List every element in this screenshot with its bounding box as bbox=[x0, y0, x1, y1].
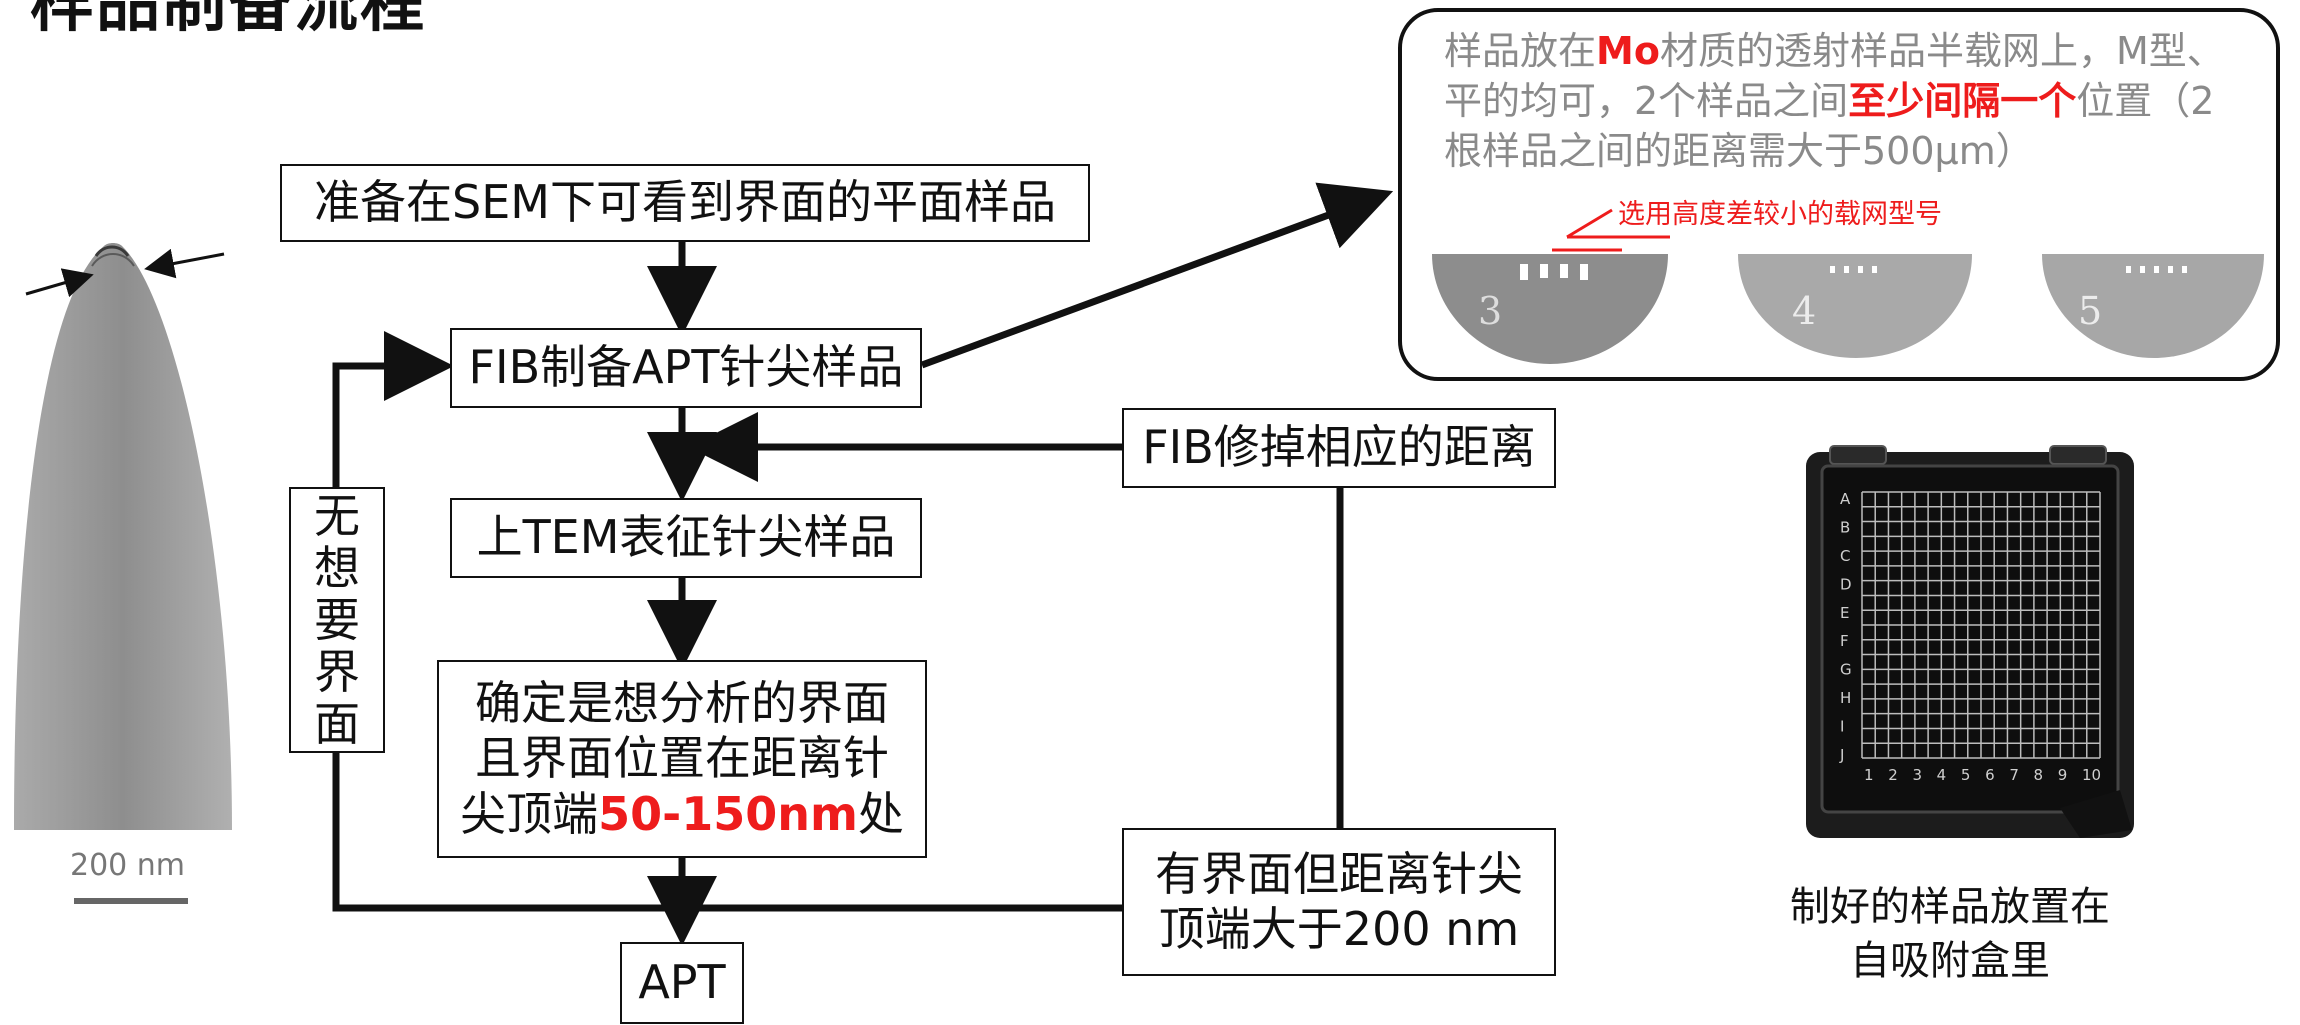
far-line1: 有界面但距离针尖 bbox=[1155, 846, 1523, 901]
grid-row-label: A bbox=[1840, 490, 1851, 508]
grid-row-label: G bbox=[1840, 661, 1852, 679]
step-fib-prepare: FIB制备APT针尖样品 bbox=[450, 328, 922, 408]
grid-col-label: 1 bbox=[1864, 766, 1874, 784]
grid-row-label: E bbox=[1840, 604, 1849, 622]
far-line2: 顶端大于200 nm bbox=[1158, 902, 1520, 956]
grid-col-label: 9 bbox=[2058, 766, 2068, 784]
grid-col-label: 7 bbox=[2009, 766, 2019, 784]
arrow-to-info bbox=[920, 182, 1394, 369]
grid-info-callout: 样品放在Mo材质的透射样品半载网上，M型、平的均可，2个样品之间至少间隔一个位置… bbox=[1398, 8, 2280, 381]
half-grid-5: 5 bbox=[2042, 254, 2264, 358]
step-confirm-interface: 确定是想分析的界面 且界面位置在距离针 尖顶端50-150nm处 bbox=[437, 660, 927, 858]
scale-bar bbox=[74, 898, 188, 904]
grid-note-label: 选用高度差较小的载网型号 bbox=[1618, 199, 1942, 230]
step-interface-too-far: 有界面但距离针尖 顶端大于200 nm bbox=[1122, 828, 1556, 976]
grid-row-label: J bbox=[1839, 746, 1844, 764]
grid-info-text: 样品放在Mo材质的透射样品半载网上，M型、平的均可，2个样品之间至少间隔一个位置… bbox=[1444, 29, 2225, 173]
storage-box-caption: 制好的样品放置在 自吸附盒里 bbox=[1790, 884, 2110, 984]
grid-col-label: 8 bbox=[2034, 766, 2044, 784]
needle-tip-micrograph bbox=[14, 243, 232, 830]
scale-bar-label: 200 nm bbox=[70, 848, 186, 883]
grid-row-label: D bbox=[1840, 575, 1852, 593]
step4-line3: 尖顶端50-150nm处 bbox=[460, 786, 904, 841]
grid-col-label: 4 bbox=[1937, 766, 1947, 784]
grid-row-label: F bbox=[1840, 632, 1849, 650]
grid-col-label: 3 bbox=[1912, 766, 1922, 784]
grid-row-label: I bbox=[1840, 718, 1844, 736]
grid-col-label: 10 bbox=[2082, 766, 2101, 784]
step-prepare-sample: 准备在SEM下可看到界面的平面样品 bbox=[280, 164, 1090, 242]
half-grid-3: 3 bbox=[1432, 254, 1668, 364]
svg-text:5: 5 bbox=[2078, 289, 2102, 333]
grid-row-label: B bbox=[1840, 518, 1850, 536]
step4-highlight: 50-150nm bbox=[598, 786, 858, 841]
step4-line1: 确定是想分析的界面 bbox=[475, 676, 889, 731]
grid-col-label: 5 bbox=[1961, 766, 1971, 784]
step-no-interface: 无 想 要 界 面 bbox=[289, 487, 385, 753]
grid-row-label: H bbox=[1840, 689, 1851, 707]
svg-text:4: 4 bbox=[1792, 289, 1816, 333]
step-apt: APT bbox=[620, 942, 744, 1024]
grid-row-label: C bbox=[1840, 547, 1850, 565]
half-grid-4: 4 bbox=[1738, 254, 1972, 358]
step4-line2: 且界面位置在距离针 bbox=[475, 731, 889, 786]
step-fib-trim: FIB修掉相应的距离 bbox=[1122, 408, 1556, 488]
grid-col-label: 6 bbox=[1985, 766, 1995, 784]
grid-col-label: 2 bbox=[1888, 766, 1898, 784]
page-title: 样品制备流程 bbox=[30, 0, 426, 41]
step-tem-characterize: 上TEM表征针尖样品 bbox=[450, 498, 922, 578]
grid-images: 3 4 5 bbox=[1432, 208, 2264, 364]
svg-text:3: 3 bbox=[1478, 289, 1502, 333]
